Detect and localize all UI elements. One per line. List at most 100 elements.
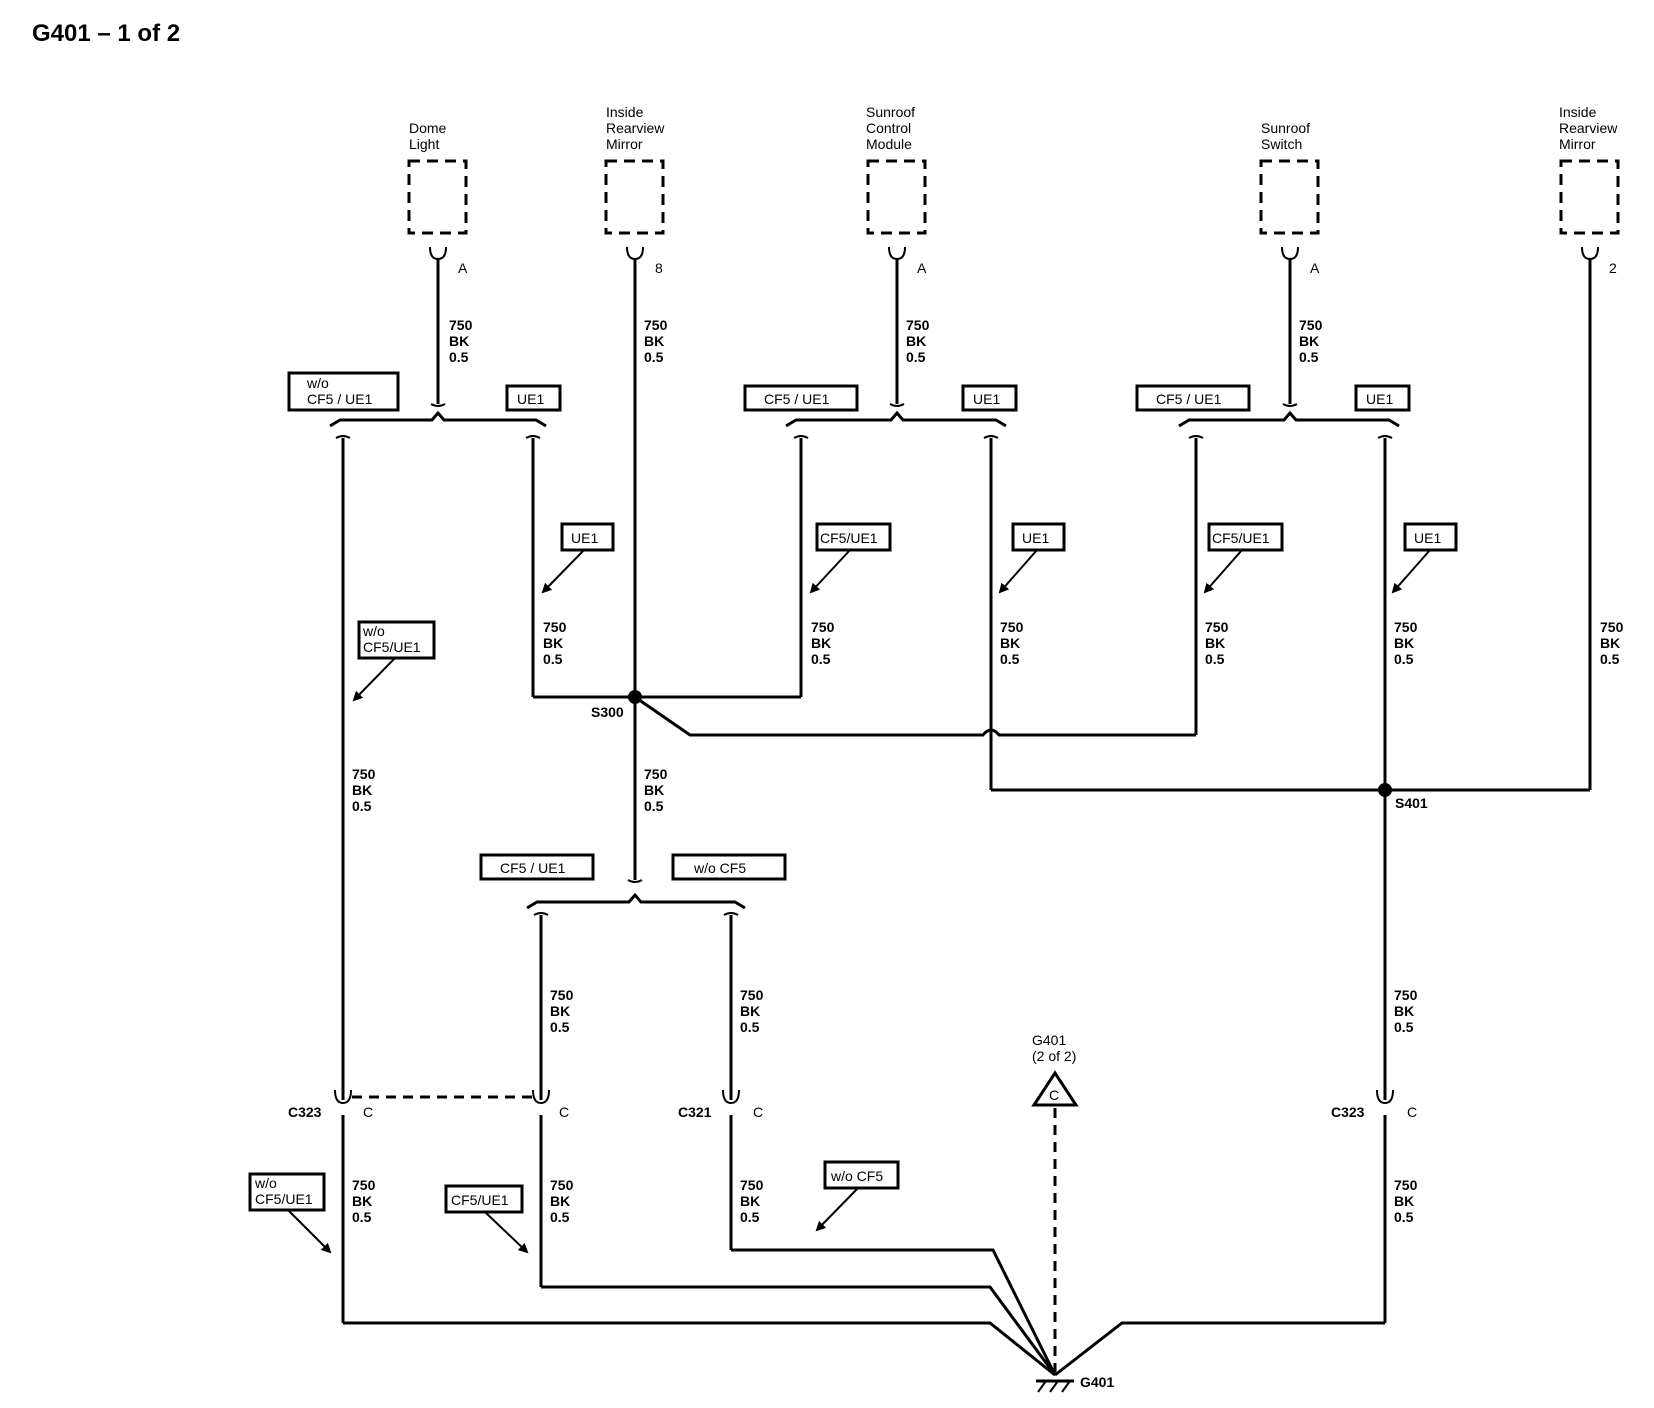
wires [329,259,1592,1377]
option-box-ue1-switch[interactable]: UE1 [1354,384,1411,412]
component-label: Control [866,120,911,136]
option-pointer-wo-cf5-bottom[interactable]: w/o CF5 [815,1160,900,1232]
splice-s300[interactable]: S300 [591,690,642,720]
option-label: CF5/UE1 [1212,530,1270,546]
option-pointer-wo-cf5-ue1-left[interactable]: w/o CF5/UE1 [352,620,436,702]
option-pointer-ue1-switch[interactable]: UE1 [1391,522,1458,594]
splice-s401[interactable]: S401 [1378,783,1428,811]
option-pointer-cf5-switch[interactable]: CF5/UE1 [1203,522,1284,594]
component-label: Sunroof [866,104,915,120]
option-box-cf5-ue1-lower[interactable]: CF5 / UE1 [479,853,595,881]
component-pins: A 8 A A 2 [429,246,1617,276]
option-box-ue1-dome[interactable]: UE1 [505,384,562,412]
option-label: CF5 / UE1 [764,391,830,407]
option-label: UE1 [1414,530,1441,546]
pin-label: A [458,260,468,276]
connector-c321[interactable]: C321 C [678,1089,763,1120]
option-box-ue1-module[interactable]: UE1 [961,384,1018,412]
component-label: Sunroof [1261,120,1310,136]
option-label: CF5/UE1 [820,530,878,546]
option-label: CF5 / UE1 [1156,391,1222,407]
option-label: UE1 [571,530,598,546]
component-label: Mirror [606,136,643,152]
option-box-wo-cf5-ue1-dome[interactable]: w/o CF5 / UE1 [287,371,400,412]
pin-label: C [1407,1104,1417,1120]
connector-c323-left[interactable]: C323 C [288,1089,373,1120]
option-box-wo-cf5-lower[interactable]: w/o CF5 [671,853,787,881]
option-label: CF5/UE1 [363,639,421,655]
option-box-cf5-ue1-switch[interactable]: CF5 / UE1 [1135,384,1251,412]
option-pointer-wo-cf5-ue1-bottom[interactable]: w/o CF5/UE1 [248,1172,332,1254]
ground-reference-triangle[interactable]: G401 (2 of 2) C [1031,1032,1079,1107]
option-label: CF5/UE1 [255,1191,313,1207]
component-label: Inside [606,104,644,120]
component-label: Rearview [1559,120,1618,136]
option-label: w/o [362,623,385,639]
component-label: Switch [1261,136,1302,152]
ground-ref-letter: C [1049,1087,1059,1103]
page-title: G401 – 1 of 2 [32,20,181,47]
pin-label: 2 [1609,260,1617,276]
connector-label: C323 [288,1104,322,1120]
component-label: Module [866,136,912,152]
option-box-cf5-ue1-module[interactable]: CF5 / UE1 [743,384,859,412]
option-label: UE1 [973,391,1000,407]
option-label: CF5 / UE1 [307,391,373,407]
splice-label: S300 [591,704,624,720]
pin-label: A [1310,260,1320,276]
option-pointer-ue1-dome[interactable]: UE1 [541,522,615,594]
connector-c323-mid[interactable]: C [532,1089,569,1120]
option-pointer-cf5-module[interactable]: CF5/UE1 [809,522,892,594]
connector-c323-right[interactable]: C323 C [1331,1089,1417,1120]
option-label: CF5/UE1 [451,1192,509,1208]
option-label: w/o CF5 [830,1168,883,1184]
connector-label: C323 [1331,1104,1365,1120]
option-pointer-ue1-module[interactable]: UE1 [998,522,1066,594]
option-label: UE1 [1366,391,1393,407]
option-pointer-cf5-ue1-bottom[interactable]: CF5/UE1 [444,1184,529,1254]
ground-g401[interactable]: G401 [1036,1374,1114,1393]
option-label: CF5 / UE1 [500,860,566,876]
component-label: Mirror [1559,136,1596,152]
